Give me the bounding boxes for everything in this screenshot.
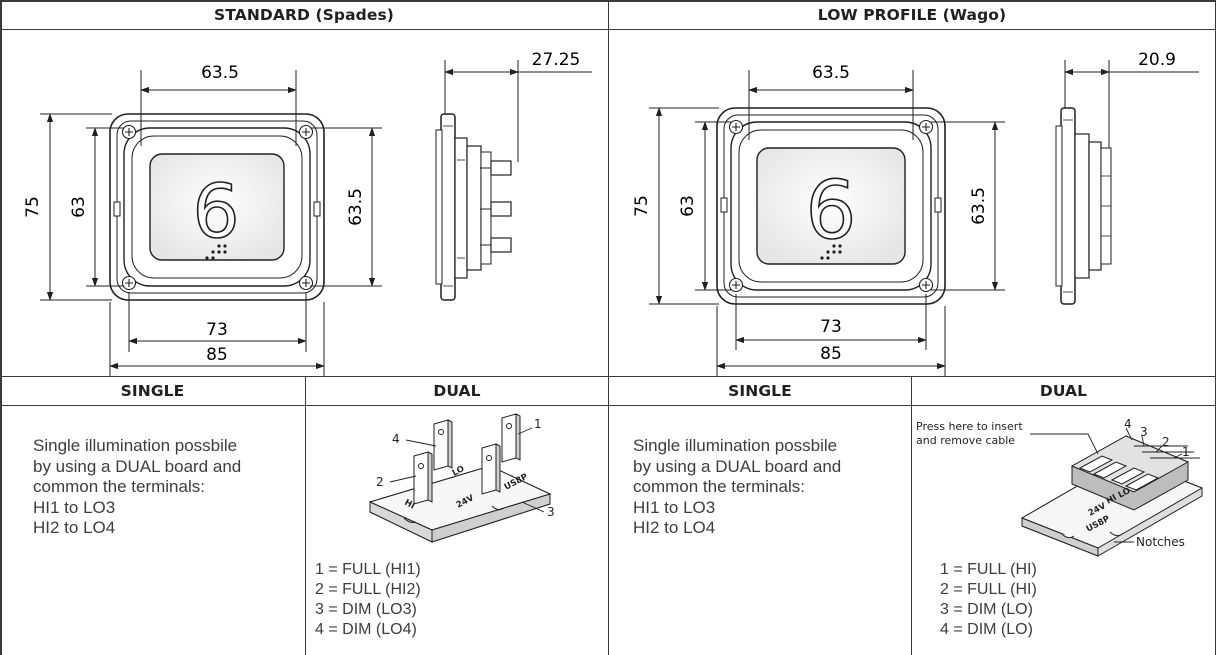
callout-4: 4 — [392, 432, 400, 446]
screw-icon — [728, 119, 934, 293]
standard-side-view — [435, 113, 512, 301]
frame-left-lower-divider — [305, 376, 306, 655]
dim-low-profile-width-outer: 85 — [820, 344, 842, 364]
note-line: common the terminals: — [633, 477, 805, 496]
note-line: HI2 to LO4 — [633, 518, 716, 537]
dim-standard-width-top: 63.5 — [201, 63, 239, 83]
callout-1: 1 — [534, 417, 542, 431]
dim-low-profile-height-inner: 63 — [678, 195, 698, 217]
dim-low-profile-height-outer: 75 — [632, 195, 652, 217]
standard-depth-dimension — [444, 60, 592, 162]
single-note-low-profile: Single illumination possbile by using a … — [633, 436, 841, 539]
note-line: by using a DUAL board and — [633, 456, 842, 476]
frame-center-divider — [608, 0, 609, 655]
dim-standard-height-right: 63.5 — [346, 188, 366, 226]
press-label-line-2: and remove cable — [916, 434, 1015, 447]
note-line: Single illumination possbile — [33, 436, 238, 455]
note-line: Single illumination possbile — [633, 436, 838, 455]
standard-dimension-lines — [40, 70, 382, 376]
standard-front-view: 6 — [109, 113, 325, 301]
frame-right-lower-divider — [911, 376, 912, 655]
braille-dots — [820, 244, 842, 260]
note-line: HI1 to LO3 — [33, 497, 116, 517]
callout-2: 2 — [1162, 435, 1170, 449]
note-line: by using a DUAL board and — [33, 456, 242, 476]
callout-4: 4 — [1124, 417, 1132, 431]
low-profile-front-view: 6 — [716, 107, 946, 305]
legend-item: 2 = FULL (HI2) — [315, 581, 421, 598]
low-profile-drawing: 6 63.5 75 — [632, 50, 1199, 376]
dual-spade-board-diagram: LO HI 24V US8P 4 1 2 3 — [368, 413, 555, 543]
dim-low-profile-depth: 20.9 — [1138, 50, 1176, 70]
press-label-line-1: Press here to insert — [916, 420, 1023, 433]
dim-low-profile-width-top: 63.5 — [812, 63, 850, 83]
header-low-profile: LOW PROFILE (Wago) — [817, 6, 1007, 24]
dual-wago-board-diagram: 24V US8P HI LO Press here to insert and … — [916, 417, 1204, 557]
note-line: common the terminals: — [33, 477, 205, 496]
frame-right-border — [1214, 0, 1216, 655]
low-profile-depth-dimension — [1064, 60, 1199, 148]
frame-left-border — [0, 0, 2, 655]
legend-item: 1 = FULL (HI) — [940, 561, 1037, 578]
legend-item: 4 = DIM (LO4) — [315, 621, 417, 638]
dim-low-profile-width-inner: 73 — [820, 317, 842, 337]
screw-icon — [121, 124, 314, 291]
low-profile-dimension-lines — [649, 70, 1005, 376]
board-mark: HI — [403, 498, 417, 512]
standard-drawing: 6 — [23, 50, 592, 376]
legend-item: 2 = FULL (HI) — [940, 581, 1037, 598]
legend-item: 3 = DIM (LO3) — [315, 601, 417, 618]
board-mark: HI — [1105, 493, 1119, 507]
dim-standard-height-outer: 75 — [23, 196, 43, 218]
header-dual-standard: DUAL — [433, 381, 481, 400]
callout-2: 2 — [376, 475, 384, 489]
callout-3: 3 — [547, 505, 555, 519]
note-line: HI1 to LO3 — [633, 497, 716, 517]
dim-standard-width-outer: 85 — [206, 345, 228, 365]
header-single-low-profile: SINGLE — [728, 381, 792, 400]
dim-standard-width-inner: 73 — [206, 320, 228, 340]
button-number-glyph: 6 — [192, 169, 239, 255]
note-line: HI2 to LO4 — [33, 518, 116, 537]
dim-low-profile-height-right: 63.5 — [969, 187, 989, 225]
header-standard: STANDARD (Spades) — [214, 6, 394, 24]
header-dual-low-profile: DUAL — [1039, 381, 1088, 400]
header-single-standard: SINGLE — [120, 381, 185, 400]
callout-3: 3 — [1140, 425, 1148, 439]
single-note-standard: Single illumination possbile by using a … — [33, 436, 241, 539]
braille-dots — [205, 244, 227, 260]
legend-item: 1 = FULL (HI1) — [315, 561, 421, 578]
dual-wago-legend: 1 = FULL (HI) 2 = FULL (HI) 3 = DIM (LO)… — [940, 560, 1037, 640]
dim-standard-height-inner: 63 — [69, 196, 89, 218]
dim-standard-depth: 27.25 — [532, 50, 581, 70]
callout-1: 1 — [1182, 445, 1190, 459]
legend-item: 4 = DIM (LO) — [940, 621, 1033, 638]
low-profile-side-view — [1055, 107, 1112, 305]
button-number-glyph: 6 — [806, 164, 857, 257]
notches-label: Notches — [1136, 535, 1185, 549]
legend-item: 3 = DIM (LO) — [940, 601, 1033, 618]
dual-spade-legend: 1 = FULL (HI1) 2 = FULL (HI2) 3 = DIM (L… — [315, 560, 421, 640]
